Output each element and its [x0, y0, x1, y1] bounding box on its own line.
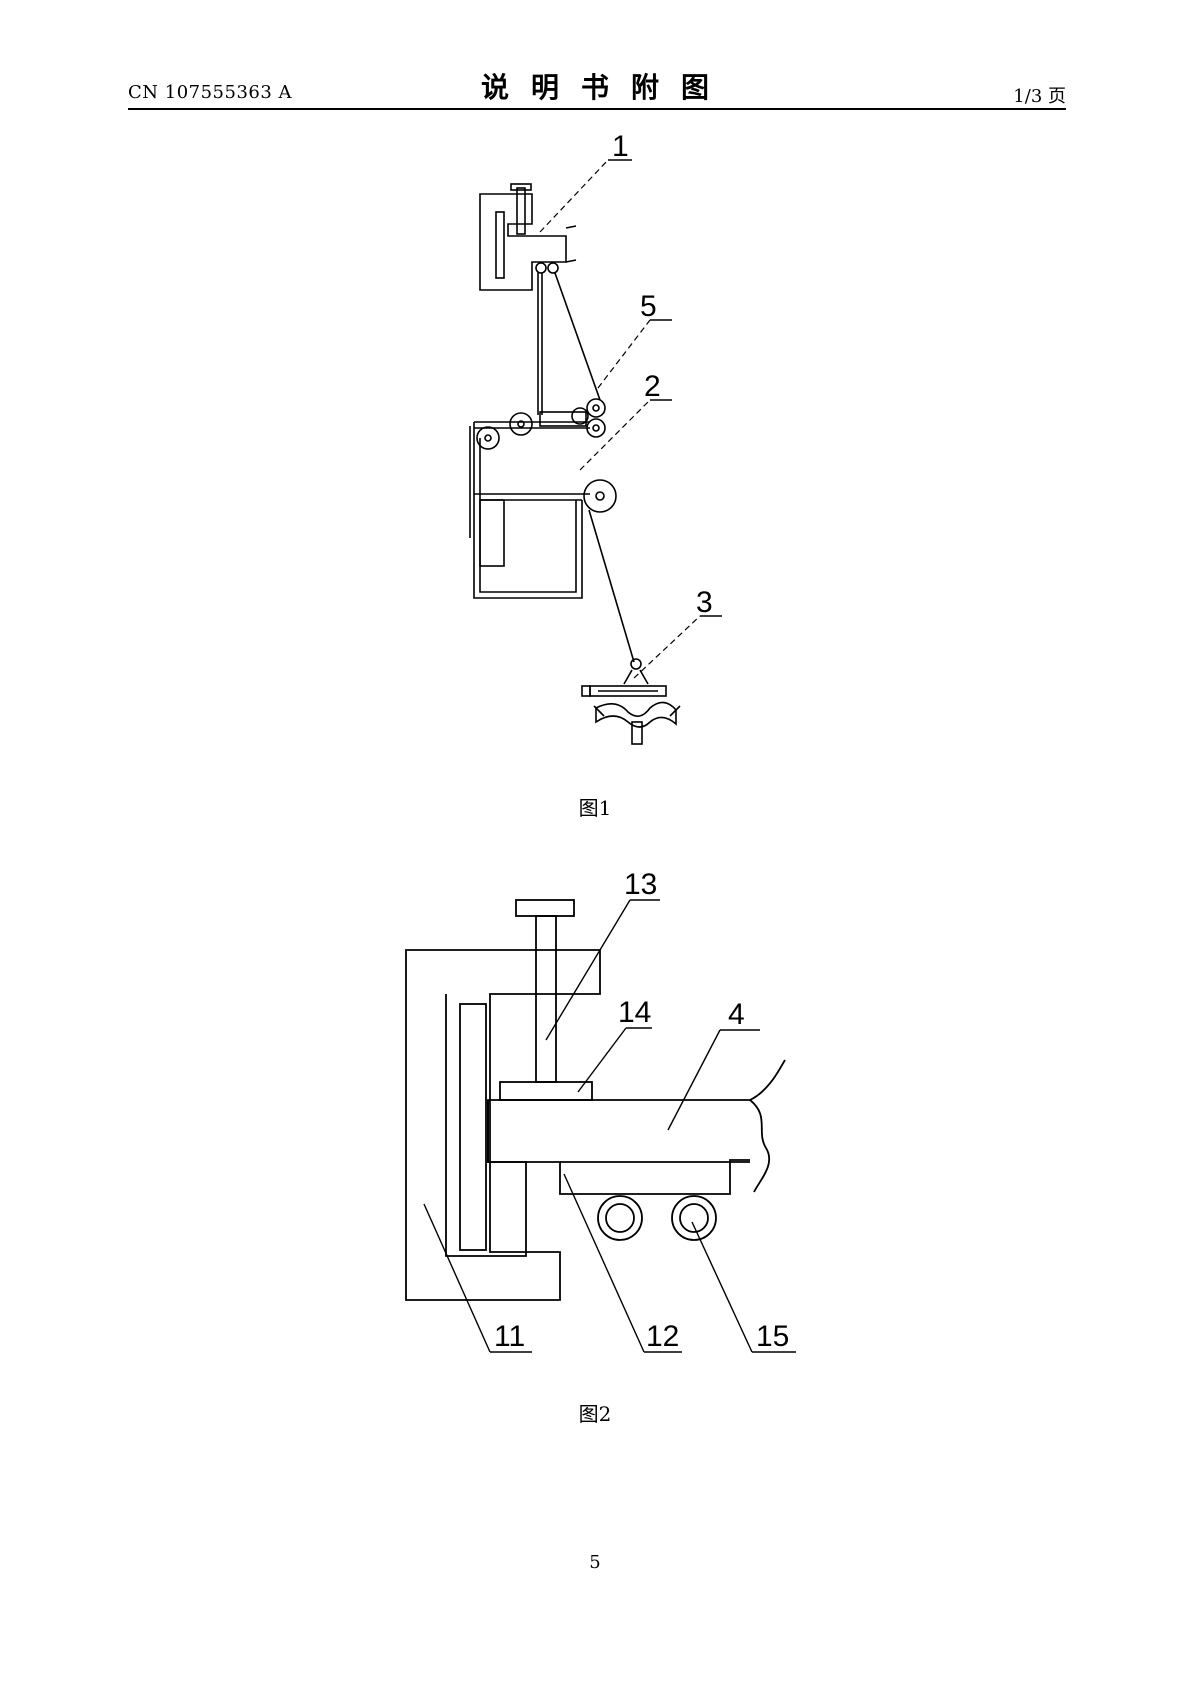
page-number: 5 [589, 1552, 601, 1573]
pulley-e [571, 407, 589, 425]
wire-line [554, 272, 601, 401]
label-5: 5 [640, 290, 657, 323]
page-count: 1/3 页 [1013, 86, 1066, 107]
page-title: 说明书附图 [480, 71, 731, 104]
bracket [539, 411, 587, 427]
device-box [473, 422, 583, 599]
header-rule [128, 108, 1066, 110]
label-4: 4 [728, 998, 745, 1031]
figure-1-caption: 图1 [578, 796, 612, 820]
clamp-screw [516, 187, 526, 235]
device-panel [479, 499, 505, 567]
front-pulley [583, 479, 617, 513]
figure-1-drawing: 1 5 2 3 [469, 130, 722, 745]
label-15: 15 [756, 1320, 789, 1353]
label-13: 13 [624, 868, 657, 901]
clamp-body [479, 193, 567, 291]
label-12: 12 [646, 1320, 679, 1353]
arm-plate [487, 1100, 750, 1195]
roller-a [597, 1195, 643, 1241]
pulley-d [586, 418, 606, 438]
roller-b [671, 1195, 717, 1241]
label-11: 11 [494, 1320, 525, 1353]
clamp-roller-b [547, 262, 559, 274]
label-2: 2 [644, 370, 661, 403]
pulley-b [476, 426, 500, 450]
label-3: 3 [696, 586, 713, 619]
clamp-screw-head [510, 183, 532, 191]
bolt-head [515, 899, 575, 917]
insulator-disc [595, 701, 677, 728]
outer-clamp [405, 949, 601, 1301]
hook [630, 658, 642, 670]
label-1: 1 [612, 130, 629, 163]
figure-2-caption: 图2 [578, 1402, 612, 1426]
cable [588, 509, 635, 663]
inner-slot [459, 1003, 487, 1251]
clamp-arm-end [565, 225, 577, 263]
pulley-a [509, 412, 533, 436]
label-14: 14 [618, 996, 651, 1029]
arm-break [749, 1099, 771, 1193]
clamp-slot [495, 211, 505, 279]
clamp-roller-a [535, 262, 547, 274]
pulley-c [586, 398, 606, 418]
figure-2-drawing: 13 14 4 11 12 15 [405, 868, 796, 1353]
screw-shaft [535, 915, 557, 1083]
insulator-stem [631, 721, 643, 745]
patent-number: CN 107555363 A [128, 82, 293, 103]
